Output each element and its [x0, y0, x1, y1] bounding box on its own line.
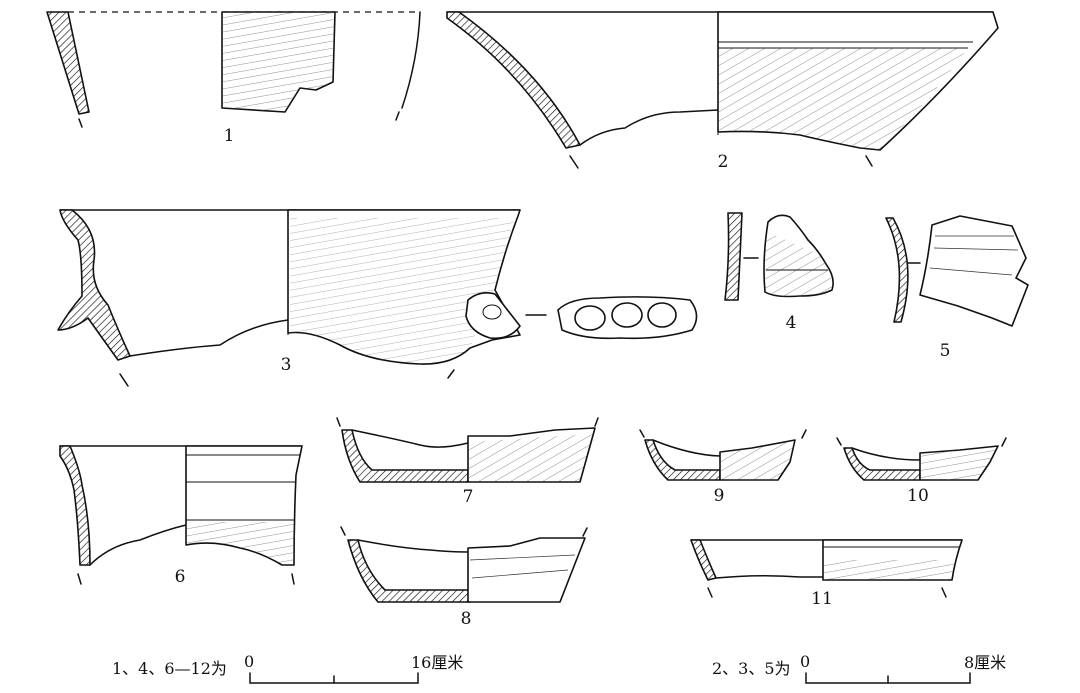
sherd-5: 5 — [885, 215, 1029, 361]
figure-number-11: 11 — [811, 589, 833, 609]
figure-number-7: 7 — [463, 487, 474, 507]
vessel-6: 6 — [59, 445, 303, 587]
sherd-11: 11 — [690, 539, 963, 609]
scale-bar-right: 2、3、5为 0 8厘米 — [712, 652, 1006, 684]
figure-number-1: 1 — [224, 126, 235, 146]
figure-number-8: 8 — [461, 609, 472, 629]
scale-left-caption: 1、4、6—12为 — [112, 659, 227, 678]
figure-number-3: 3 — [281, 355, 292, 375]
dish-7: 7 — [336, 417, 599, 507]
dish-8: 8 — [340, 526, 588, 629]
figure-number-6: 6 — [175, 567, 186, 587]
scale-right-start: 0 — [800, 652, 810, 671]
figure-number-2: 2 — [718, 152, 729, 172]
sherd-4: 4 — [724, 212, 834, 333]
scale-right-end: 8厘米 — [964, 653, 1006, 672]
figure-number-10: 10 — [907, 486, 929, 506]
dish-9: 9 — [639, 429, 807, 506]
figure-number-9: 9 — [714, 486, 725, 506]
dish-10: 10 — [836, 437, 1007, 506]
sherd-1: 1 — [46, 11, 421, 146]
scale-left-start: 0 — [244, 652, 254, 671]
figure-number-4: 4 — [786, 313, 797, 333]
scale-left-end: 16厘米 — [411, 653, 463, 672]
vessel-3: 3 — [57, 209, 698, 387]
scale-right-caption: 2、3、5为 — [712, 659, 791, 678]
vessel-2: 2 — [446, 11, 999, 172]
figure-number-5: 5 — [940, 341, 951, 361]
scale-bar-left: 1、4、6—12为 0 16厘米 — [112, 652, 463, 684]
